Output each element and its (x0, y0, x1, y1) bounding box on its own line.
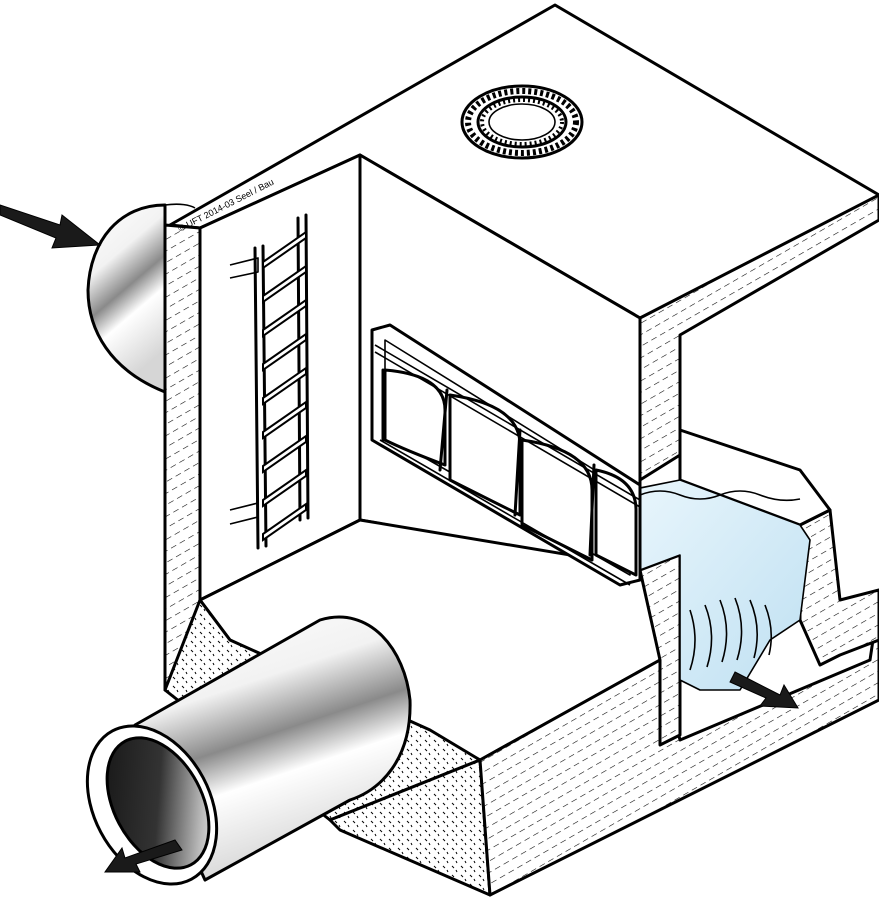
outlet-pipe (85, 615, 412, 886)
ladder-rung (262, 298, 307, 338)
manhole-cover-icon (460, 84, 584, 160)
ladder-rung (262, 264, 307, 304)
screen-assembly (370, 323, 642, 587)
ladder-icon (229, 213, 310, 550)
ladder-rung (262, 366, 307, 406)
inlet-pipe (86, 203, 196, 394)
ladder-rung (262, 434, 307, 474)
outlet-channel (638, 428, 879, 747)
ladder-rung (262, 332, 307, 372)
ladder-rung (262, 400, 307, 440)
ladder-rung (262, 230, 307, 270)
outflow-arrow-icon (729, 671, 799, 709)
outflow-arrow-icon (104, 839, 183, 873)
inflow-arrow-icon (0, 204, 102, 249)
ladder-rung (262, 502, 307, 542)
ladder-rung (262, 468, 307, 508)
